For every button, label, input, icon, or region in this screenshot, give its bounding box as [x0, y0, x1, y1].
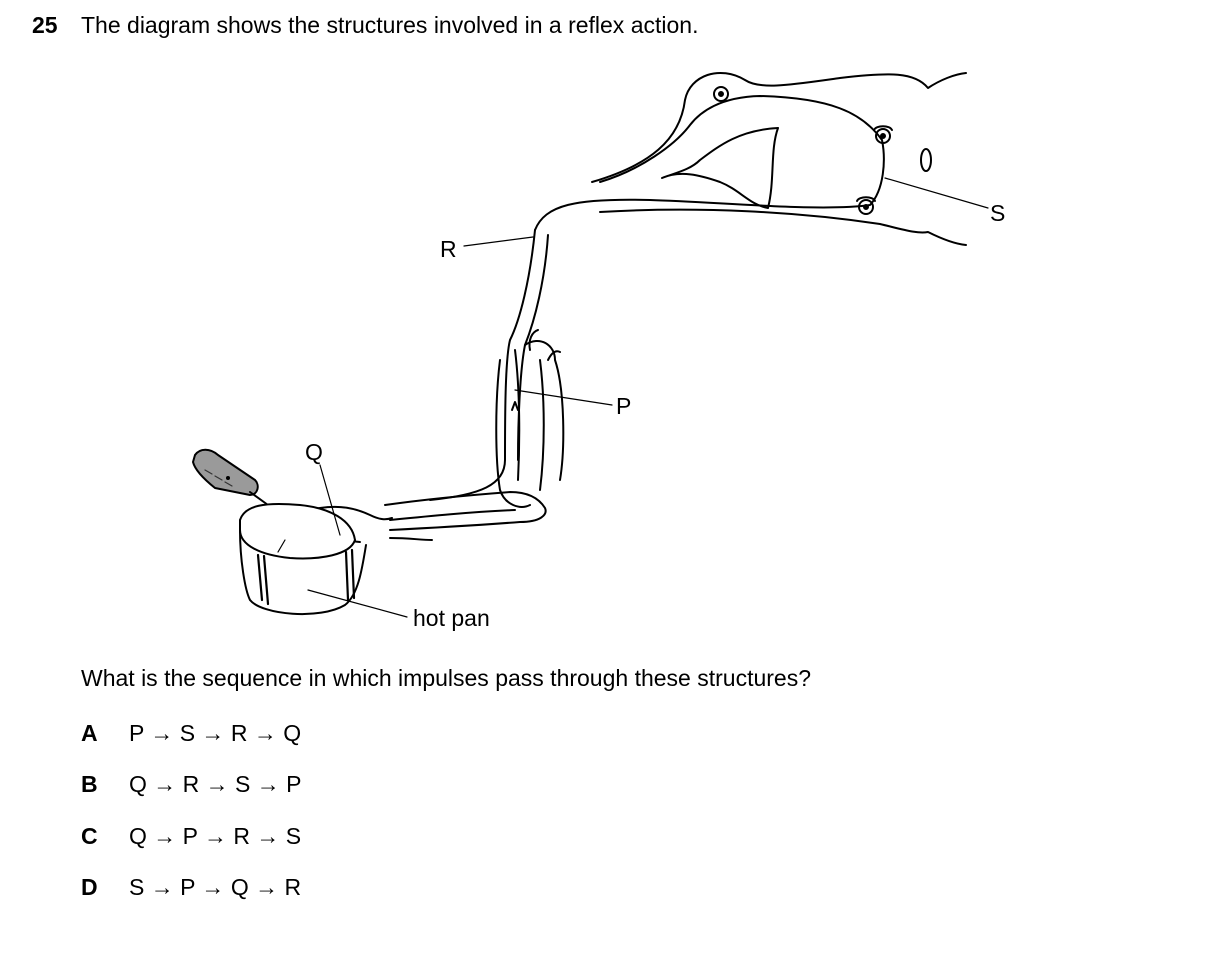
option-text: Q → P → R → S	[129, 823, 302, 849]
option-text: S → P → Q → R	[129, 874, 302, 900]
option-letter: C	[81, 823, 98, 849]
option-letter: A	[81, 720, 98, 746]
hot-pan	[192, 448, 408, 618]
option-letter: D	[81, 874, 98, 900]
option-text: P → S → R → Q	[129, 720, 302, 746]
label-r: R	[440, 236, 457, 262]
reflex-arc-diagram: R S P Q hot pan	[192, 71, 1005, 631]
nerve-pathway	[429, 229, 549, 501]
question-stem: The diagram shows the structures involve…	[81, 12, 699, 38]
option-text: Q → R → S → P	[129, 771, 302, 797]
label-s: S	[990, 200, 1005, 226]
question-prompt: What is the sequence in which impulses p…	[81, 665, 811, 691]
label-hot-pan: hot pan	[413, 605, 490, 631]
label-q: Q	[305, 439, 323, 465]
label-p: P	[616, 393, 631, 419]
question-number: 25	[32, 12, 58, 38]
option-letter: B	[81, 771, 98, 797]
arm	[279, 329, 613, 543]
cell-bodies	[713, 86, 893, 215]
spinal-cord	[534, 71, 989, 246]
